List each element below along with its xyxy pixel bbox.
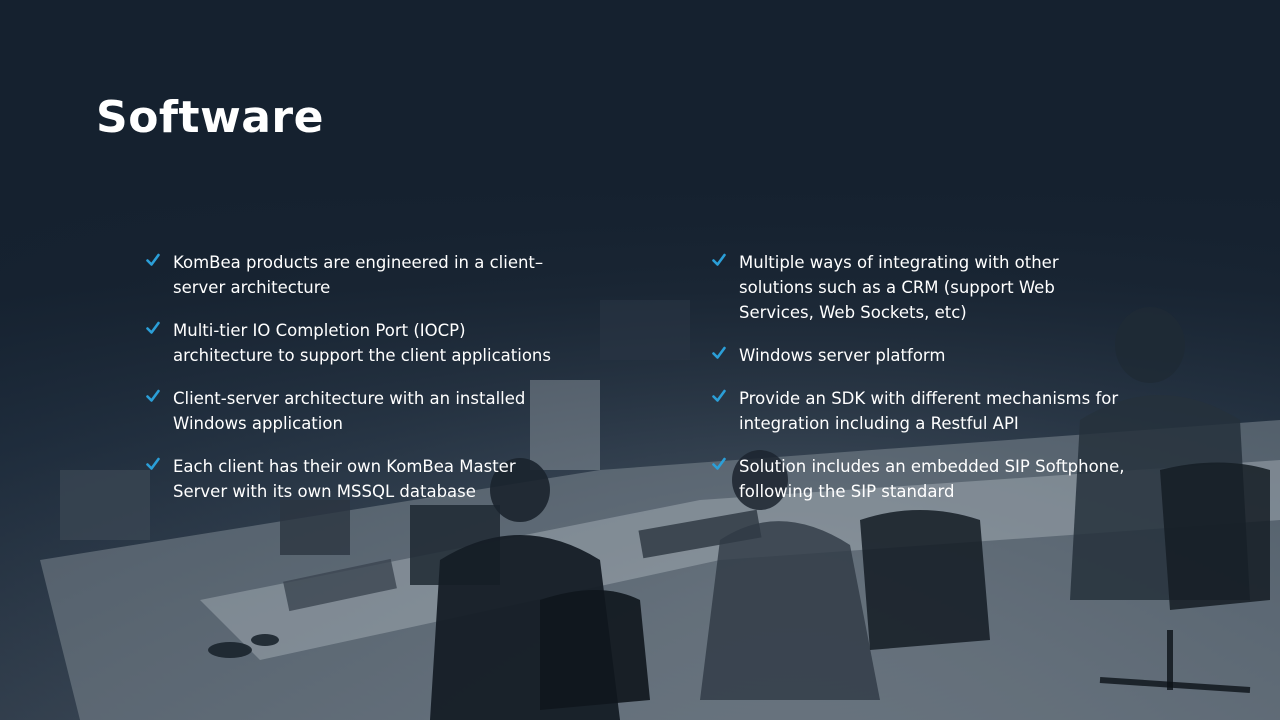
checkmark-icon [146, 389, 160, 402]
checkmark-icon [146, 253, 160, 266]
list-item: Solution includes an embedded SIP Softph… [712, 454, 1152, 504]
list-item-text: Provide an SDK with different mechanisms… [739, 389, 1119, 433]
list-item-text: Solution includes an embedded SIP Softph… [739, 457, 1125, 501]
right-bullet-list: Multiple ways of integrating with other … [712, 250, 1152, 522]
list-item-text: Each client has their own KomBea Master … [173, 457, 516, 501]
list-item: Provide an SDK with different mechanisms… [712, 386, 1152, 436]
list-item: Windows server platform [712, 343, 1152, 368]
list-item-text: Client-server architecture with an insta… [173, 389, 526, 433]
page-title: Software [96, 92, 324, 143]
list-item-text: KomBea products are engineered in a clie… [173, 253, 544, 297]
checkmark-icon [712, 389, 726, 402]
list-item: Client-server architecture with an insta… [146, 386, 576, 436]
checkmark-icon [712, 346, 726, 359]
list-item: Each client has their own KomBea Master … [146, 454, 576, 504]
left-bullet-list: KomBea products are engineered in a clie… [146, 250, 576, 522]
checkmark-icon [712, 253, 726, 266]
list-item-text: Multi-tier IO Completion Port (IOCP) arc… [173, 321, 551, 365]
checkmark-icon [712, 457, 726, 470]
list-item: KomBea products are engineered in a clie… [146, 250, 576, 300]
list-item: Multi-tier IO Completion Port (IOCP) arc… [146, 318, 576, 368]
list-item-text: Windows server platform [739, 346, 946, 365]
list-item-text: Multiple ways of integrating with other … [739, 253, 1059, 322]
checkmark-icon [146, 457, 160, 470]
list-item: Multiple ways of integrating with other … [712, 250, 1152, 325]
checkmark-icon [146, 321, 160, 334]
